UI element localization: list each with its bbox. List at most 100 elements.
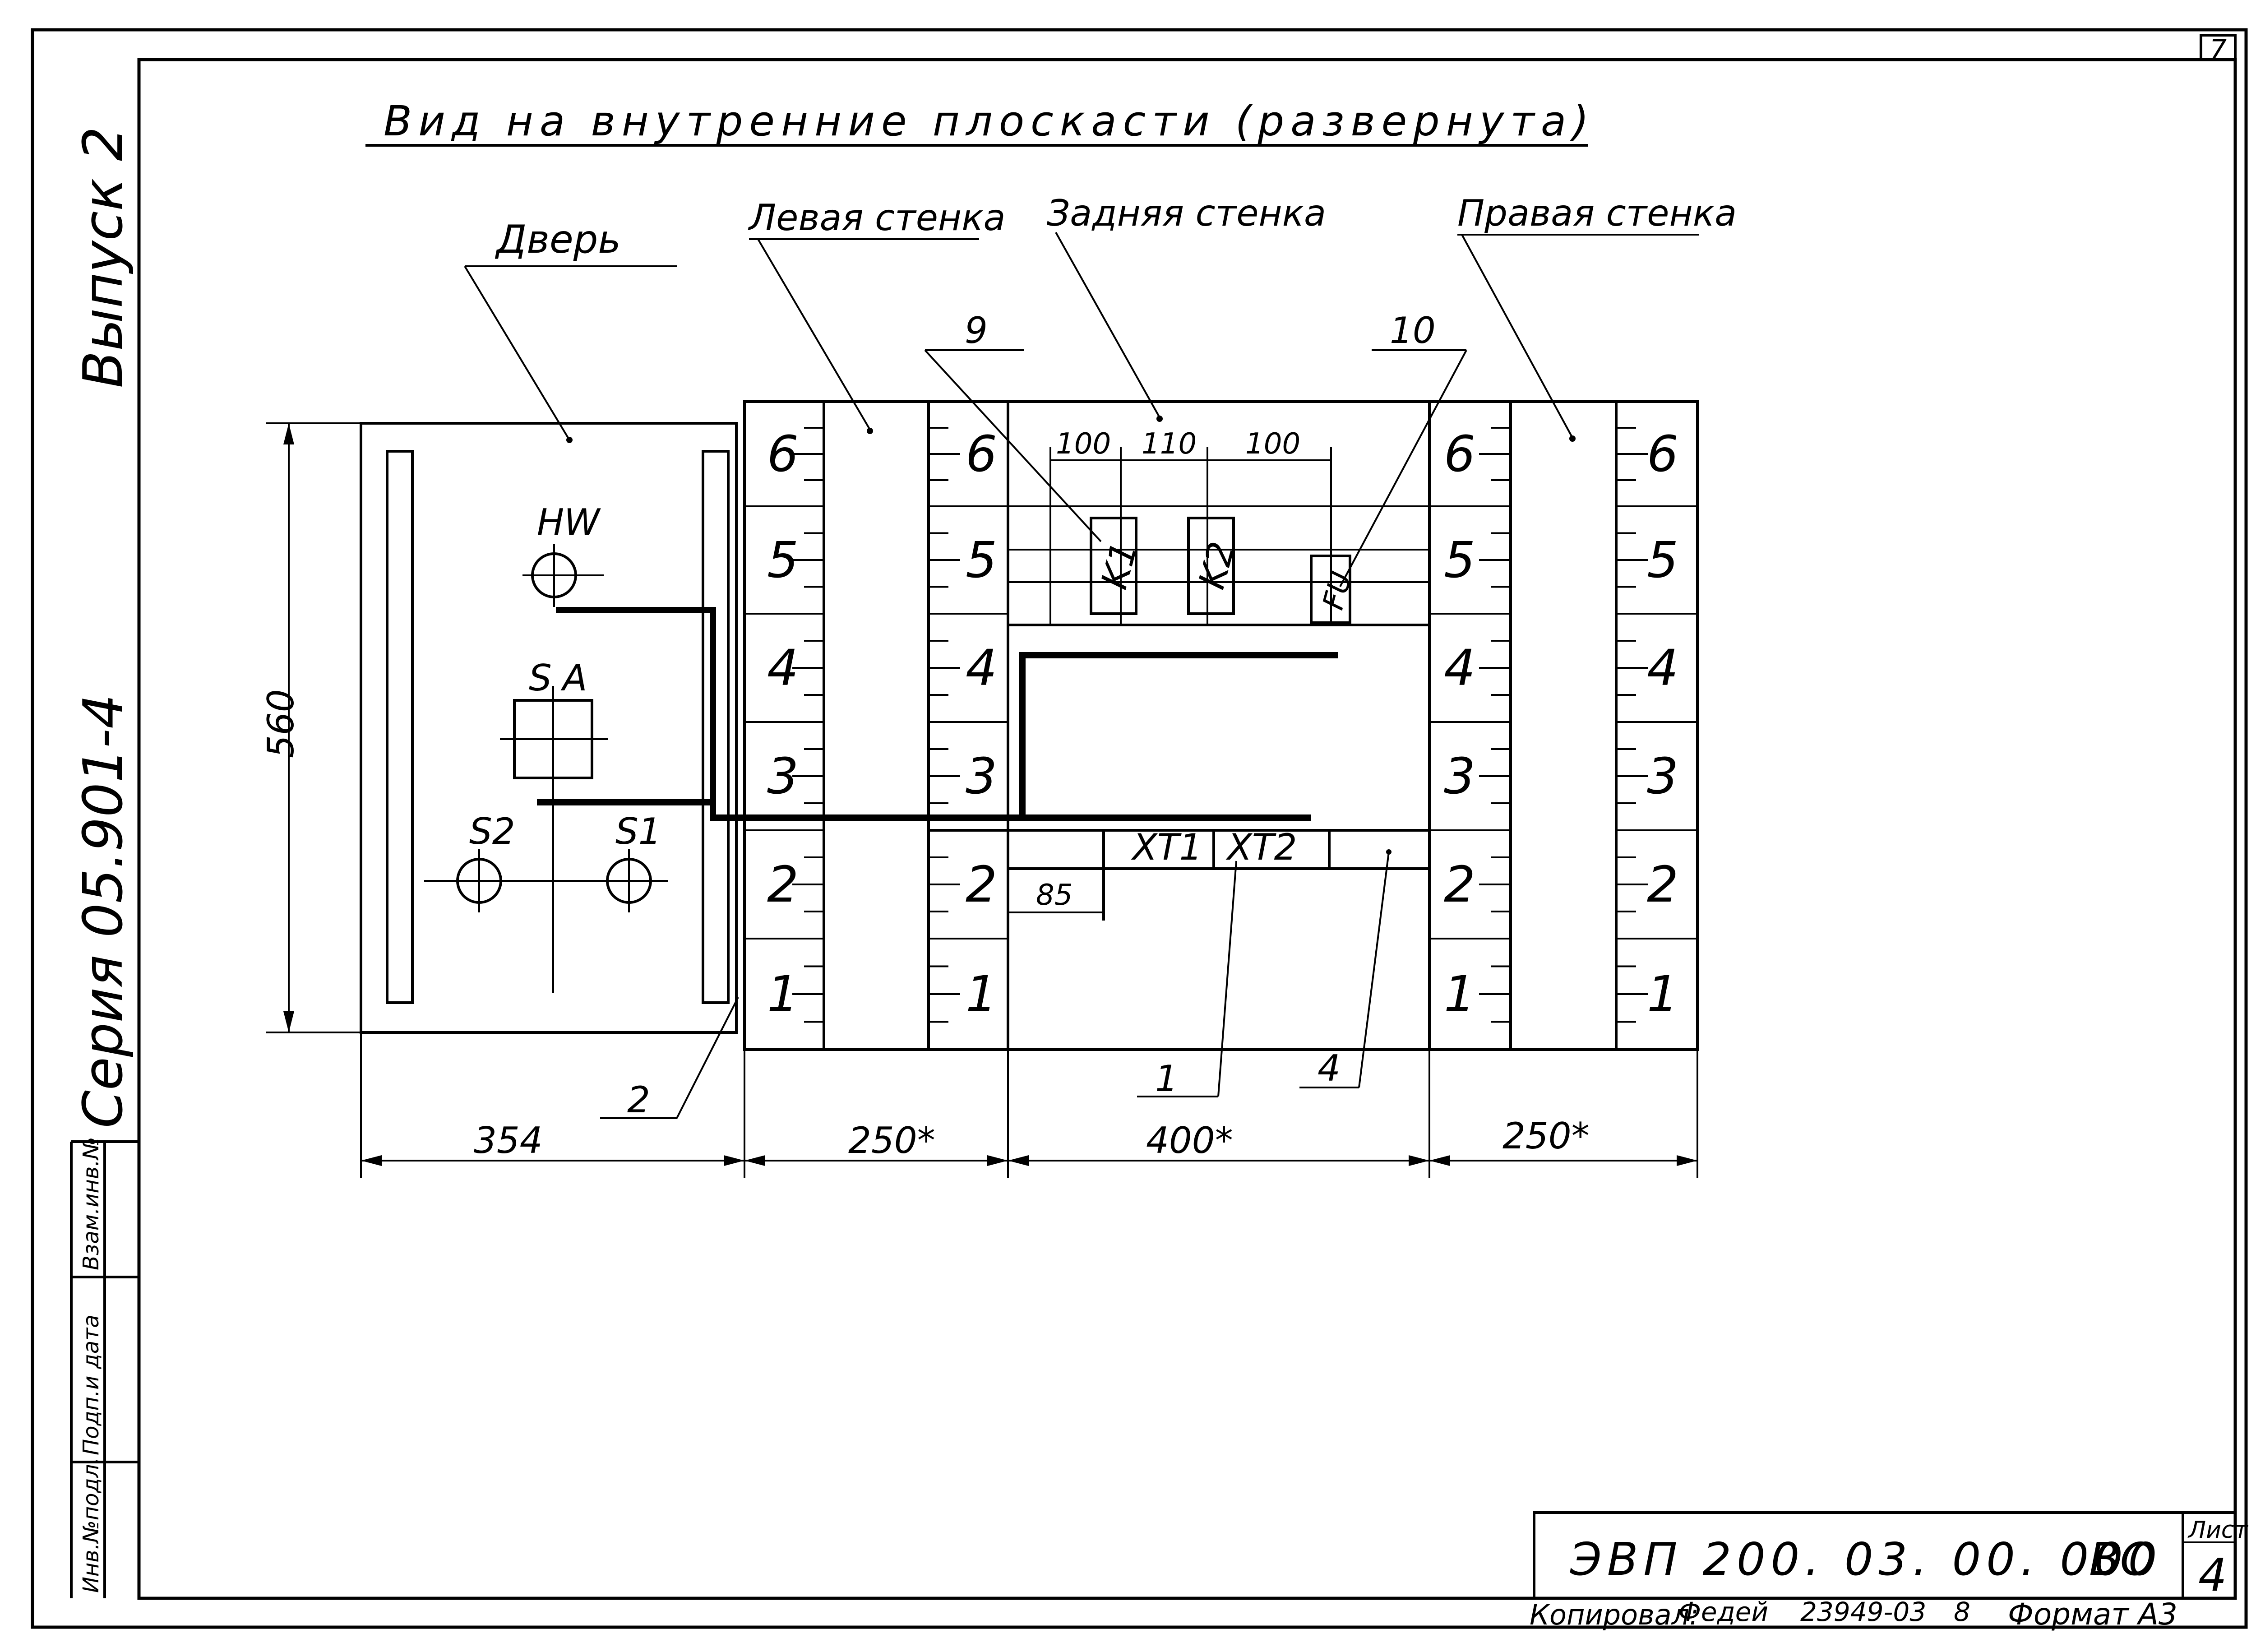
walls-unfolded: 6 6 6 6 5 5 5 5 4 4 4 4 3 3 3 3 2 2 2 2 1 1 1 1 — [743, 400, 1699, 1051]
back-wall-content: 100 110 100 K1 K2 FU 9 10 XT1 XT2 85 — [924, 310, 1467, 1100]
row-number: 2 — [966, 856, 997, 913]
row-number: 5 — [1647, 531, 1678, 589]
row-number: 2 — [1444, 856, 1475, 913]
view-title: Вид на внутренние плоскасти (развернута) — [384, 97, 1595, 145]
order-suffix: 8 — [1954, 1596, 1970, 1627]
sa-label: SA — [529, 657, 598, 699]
row-number: 3 — [1647, 747, 1678, 805]
row-number: 4 — [767, 639, 799, 697]
row-number: 6 — [767, 425, 799, 483]
sheet-number: 4 — [2198, 1549, 2227, 1601]
s2-label: S2 — [469, 810, 515, 852]
s2-button-icon — [456, 849, 502, 912]
row-number: 5 — [767, 531, 799, 589]
door-center-dot — [566, 437, 573, 443]
fu-label: FU — [1317, 568, 1359, 613]
row-number-labels: 6 6 6 6 5 5 5 5 4 4 4 4 3 3 3 3 2 2 2 2 1 1 1 1 — [767, 425, 1678, 1023]
row-number: 1 — [767, 965, 799, 1023]
dim-height: 560 — [260, 689, 302, 758]
k1-relay — [1090, 517, 1137, 615]
door-left-strip — [386, 450, 414, 1004]
stamp-cell-ref: Взам.инв.№ — [79, 1137, 104, 1270]
copied-label: Копировал: — [1530, 1598, 1699, 1631]
stamp-cell-sign: Подп.и дата — [79, 1314, 104, 1455]
back-wall-center-dot — [1156, 416, 1163, 422]
row-number: 3 — [1444, 747, 1475, 805]
outer-border — [31, 28, 2248, 1629]
row-number: 3 — [966, 747, 997, 805]
row-divider-lines — [744, 505, 1697, 939]
sheet-corner-box — [2200, 34, 2237, 61]
row-number: 6 — [966, 425, 997, 483]
left-wall-label: Левая стенка — [748, 197, 1006, 239]
k2-label: K2 — [1191, 537, 1244, 593]
door-label: Дверь — [495, 217, 621, 262]
xt2-label: XT2 — [1225, 826, 1297, 868]
leader-2-label: 2 — [627, 1079, 650, 1121]
row-number: 5 — [1444, 531, 1475, 589]
dim-k-spacing-2: 110 — [1142, 427, 1197, 461]
format-label: Формат А3 — [2008, 1597, 2177, 1632]
issue-label: Выпуск 2 — [72, 127, 135, 389]
document-code-suffix: ВО — [2089, 1533, 2155, 1586]
fu-fuse — [1310, 555, 1351, 624]
order-number: 23949-03 — [1800, 1596, 1926, 1627]
series-label: Серия 05.901-4 — [72, 694, 135, 1128]
k1-label: K1 — [1093, 537, 1146, 593]
back-wall-label: Задняя стенка — [1047, 192, 1326, 234]
row-number: 5 — [966, 531, 997, 589]
dim-xt-offset: 85 — [1036, 879, 1073, 912]
row-number: 1 — [1444, 965, 1475, 1023]
walls-outline — [743, 400, 1699, 1051]
dim-back-width: 400* — [1146, 1120, 1233, 1161]
dim-k-spacing-3: 100 — [1245, 427, 1300, 461]
title-block: ЭВП 200. 03. 00. 000 ВО Лист 4 — [1533, 1511, 2248, 1601]
leader-4-label: 4 — [1318, 1047, 1341, 1089]
row-number: 2 — [1647, 856, 1678, 913]
dim-right-width: 250* — [1502, 1115, 1590, 1157]
door-outline — [360, 422, 738, 1034]
row-number: 4 — [966, 639, 997, 697]
row-number: 4 — [1444, 639, 1475, 697]
xt1-label: XT1 — [1131, 826, 1202, 868]
dim-k-spacing-1: 100 — [1056, 427, 1111, 461]
sheet-corner-number: 7 — [2210, 34, 2227, 65]
left-margin: Выпуск 2 Серия 05.901-4 Взам.инв.№ Подп.… — [70, 127, 139, 1598]
inner-border — [137, 58, 2237, 1600]
leader-9-label: 9 — [965, 310, 988, 352]
dim-left-width: 250* — [848, 1120, 935, 1161]
s1-button-icon — [606, 849, 652, 912]
row-number: 6 — [1647, 425, 1678, 483]
leader-10-label: 10 — [1390, 310, 1436, 352]
row-number: 6 — [1444, 425, 1475, 483]
scale-tick-marks — [792, 427, 1648, 1023]
overall-dimensions: 560 354 250* 400* 250* — [260, 422, 1698, 1178]
hw-lamp-icon — [522, 544, 604, 607]
wiring-path — [537, 607, 1338, 821]
k2-relay — [1187, 517, 1235, 615]
document-code: ЭВП 200. 03. 00. 000 — [1570, 1533, 2162, 1586]
row-number: 4 — [1647, 639, 1678, 697]
sheet-frame: 7 — [31, 28, 2248, 1629]
stamp-column: Взам.инв.№ Подп.и дата Инв.№подл. — [70, 1137, 139, 1598]
sheet-label: Лист — [2187, 1517, 2248, 1544]
right-wall-center-dot — [1569, 435, 1576, 442]
footer: Копировал: Федей 23949-03 8 Формат А3 — [1530, 1596, 2177, 1632]
sa-switch-icon — [500, 686, 608, 794]
row-number: 1 — [1647, 965, 1678, 1023]
right-wall-label: Правая стенка — [1457, 192, 1737, 234]
hw-label: HW — [537, 501, 601, 543]
section-labels: Дверь Левая стенка Задняя стенка Правая … — [464, 192, 1737, 441]
copier-signature: Федей — [1678, 1596, 1768, 1627]
row-number: 3 — [767, 747, 799, 805]
s1-label: S1 — [615, 810, 661, 852]
row-number: 2 — [767, 856, 799, 913]
door-right-strip — [702, 450, 730, 1004]
dim-door-width: 354 — [474, 1120, 543, 1161]
left-wall-center-dot — [867, 428, 873, 434]
stamp-cell-inv: Инв.№подл. — [79, 1457, 104, 1593]
row-number: 1 — [966, 965, 997, 1023]
leader-1-label: 1 — [1155, 1058, 1178, 1100]
door-panel: HW SA S2 S1 2 — [360, 422, 739, 1121]
